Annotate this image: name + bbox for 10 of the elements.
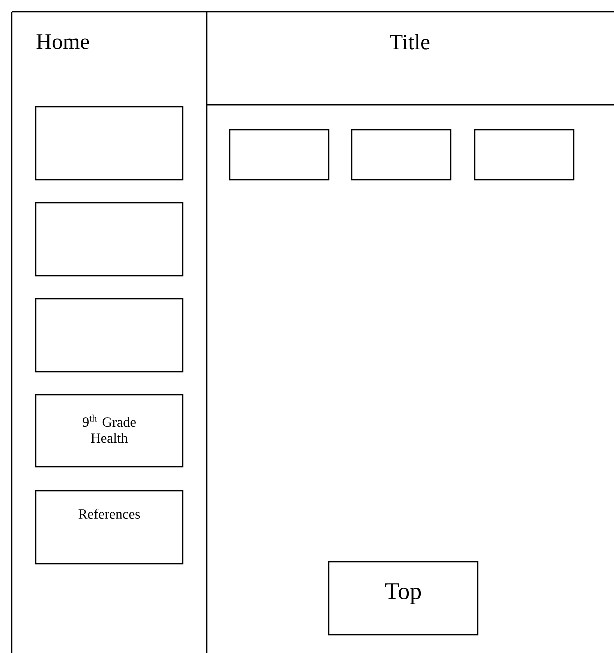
header-panel: Title (206, 11, 614, 106)
menu-button: References (35, 490, 184, 565)
menu-button (35, 106, 184, 181)
tab-button (229, 129, 330, 181)
menu-button (35, 202, 184, 277)
menu-button (35, 298, 184, 373)
tab-button (474, 129, 575, 181)
top-button: Top (328, 561, 479, 636)
menu-button: 9$^{th}$ Grade Health (35, 394, 184, 468)
tab-button (351, 129, 452, 181)
